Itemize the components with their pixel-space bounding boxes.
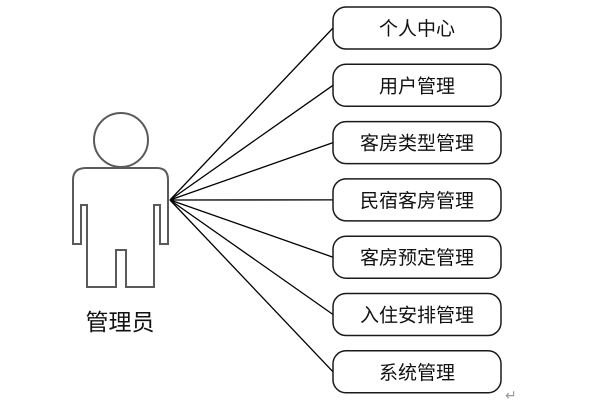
use-case-label: 客房预定管理: [360, 247, 474, 269]
use-case-box: [332, 350, 502, 394]
use-case-label: 个人中心: [379, 18, 455, 40]
use-case: 客房类型管理: [332, 120, 502, 165]
use-case: 系统管理: [332, 350, 502, 394]
association-line: [169, 199, 334, 258]
use-case-label: 入住安排管理: [360, 305, 474, 327]
use-case-box: [332, 120, 502, 165]
actor-head: [93, 112, 149, 168]
association-line: [169, 141, 334, 201]
use-case-box: [332, 63, 502, 108]
association-line: [169, 27, 334, 201]
person-icon: [72, 112, 169, 288]
use-case: 民宿客房管理: [332, 178, 502, 222]
use-case: 客房预定管理: [332, 235, 502, 279]
association-lines: [169, 27, 334, 373]
actor-body: [72, 167, 169, 288]
use-case-box: [332, 178, 502, 222]
use-case-label: 用户管理: [379, 75, 455, 97]
use-case-label: 民宿客房管理: [360, 190, 474, 212]
use-case: 入住安排管理: [332, 292, 502, 337]
association-line: [169, 84, 334, 201]
actor-label: 管理员: [86, 310, 155, 336]
use-case-label: 系统管理: [379, 362, 455, 384]
association-line: [169, 199, 334, 373]
paragraph-mark: ↵: [505, 388, 517, 404]
use-case-label: 客房类型管理: [360, 133, 474, 155]
use-case: 用户管理: [332, 63, 502, 108]
use-case: 个人中心: [332, 6, 502, 50]
actor: 管理员: [72, 112, 169, 336]
use-case-box: [332, 6, 502, 50]
use-case-box: [332, 235, 502, 279]
association-line: [169, 199, 334, 316]
use-case-box: [332, 292, 502, 337]
